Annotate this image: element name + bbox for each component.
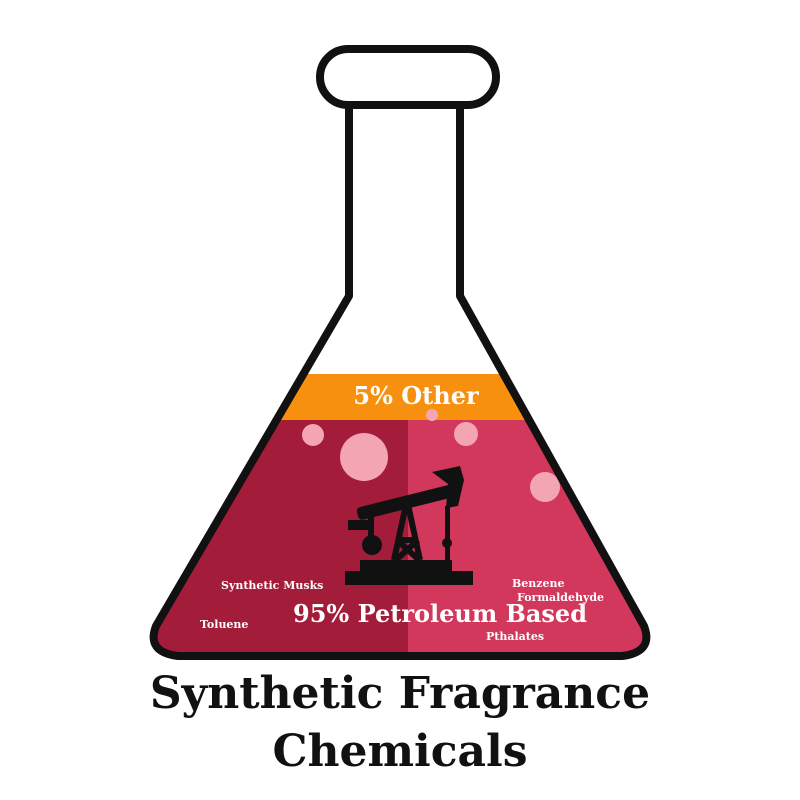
bubble — [340, 433, 388, 481]
bubble — [454, 422, 478, 446]
oil-pumpjack-icon — [345, 466, 473, 585]
chem-label-benzene: Benzene — [512, 577, 565, 590]
chem-label-synthetic-musks: Synthetic Musks — [221, 579, 323, 592]
flask-body — [149, 105, 651, 660]
flask-lip — [316, 45, 500, 109]
bubble — [302, 424, 324, 446]
bubble — [426, 409, 438, 421]
chem-label-pthalates: Pthalates — [486, 630, 544, 643]
flask-outline — [149, 45, 651, 660]
title-line-1: Synthetic Fragrance — [149, 668, 651, 719]
chem-label-toluene: Toluene — [200, 618, 248, 631]
chem-label-formaldehyde: Formaldehyde — [517, 591, 604, 604]
bubble — [530, 472, 560, 502]
bubbles — [302, 409, 560, 502]
title-line-2: Chemicals — [272, 726, 528, 777]
other-band-label: 5% Other — [353, 381, 479, 410]
petroleum-band-label: 95% Petroleum Based — [293, 599, 587, 628]
